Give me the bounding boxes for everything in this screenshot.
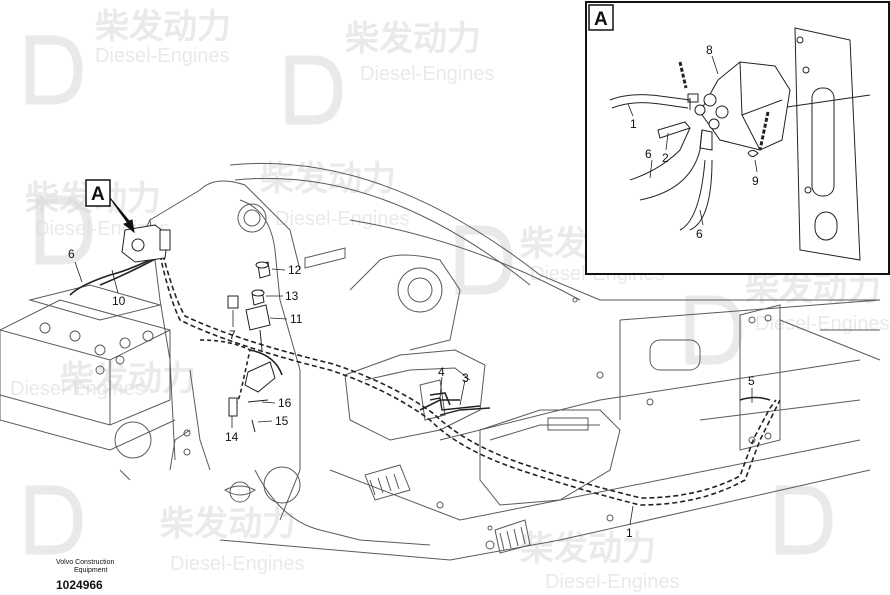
callout-6: 6 — [68, 247, 75, 261]
detail-callout-9: 9 — [752, 174, 759, 188]
caption-subtitle: Equipment — [74, 567, 108, 574]
watermark-cn: 柴发动力 — [345, 19, 481, 59]
watermark-logo — [25, 35, 833, 555]
detail-callout-6b: 6 — [696, 227, 703, 241]
watermark-en: Diesel-Engines — [755, 313, 890, 335]
wiring-harness — [69, 254, 781, 506]
detail-cables — [609, 61, 770, 231]
detail-reference: A — [85, 179, 135, 234]
callout-11: 11 — [290, 312, 303, 326]
detail-label-letter: A — [594, 9, 608, 30]
detail-callout-1: 1 — [630, 117, 637, 131]
connector-assembly — [121, 224, 171, 263]
callout-5: 5 — [748, 374, 755, 388]
watermark-en: Diesel-Engines — [545, 571, 680, 593]
leader-line — [261, 401, 276, 404]
callout-15: 15 — [275, 414, 289, 428]
detail-reference-letter: A — [91, 184, 105, 205]
detail-reference-box — [85, 179, 111, 207]
relay-body — [687, 61, 791, 151]
watermark-cn: 柴发动力 — [160, 504, 296, 544]
detail-inset: A — [585, 1, 890, 275]
callout-14: 14 — [225, 430, 239, 444]
leader-line — [459, 379, 466, 406]
detail-label-box — [588, 4, 614, 31]
leader-line — [271, 268, 286, 271]
leader-line — [74, 261, 83, 283]
caption-company: Volvo Construction — [56, 559, 115, 566]
watermark-en: Diesel-Engines — [275, 208, 410, 230]
watermark-en: Diesel-Engines — [95, 45, 230, 67]
watermark-cn: 柴发动力 — [95, 7, 231, 47]
callout-10: 10 — [112, 294, 126, 308]
leader-line — [629, 505, 634, 526]
detail-callout-6: 6 — [645, 147, 652, 161]
leader-line — [439, 376, 443, 399]
watermark-en: Diesel-Engines — [170, 553, 305, 575]
switch-parts — [227, 261, 276, 433]
connector-parts — [429, 397, 491, 416]
mounting-plate — [779, 27, 871, 261]
callout-12: 12 — [288, 263, 302, 277]
detail-arrow-icon — [109, 197, 135, 234]
callout-16: 16 — [278, 396, 292, 410]
callout-3: 3 — [462, 371, 469, 385]
leader-line — [257, 420, 273, 423]
watermark-cn: 柴发动力 — [745, 269, 881, 309]
detail-leaders — [627, 55, 758, 226]
callout-1: 1 — [626, 526, 633, 540]
main-callouts — [74, 261, 753, 526]
callout-13: 13 — [285, 289, 299, 303]
detail-callout-8: 8 — [706, 43, 713, 57]
detail-callout-2: 2 — [662, 151, 669, 165]
leader-line — [111, 269, 119, 294]
callout-7: 7 — [229, 328, 236, 342]
watermark-cn: 柴发动力 — [520, 529, 656, 569]
callout-4: 4 — [438, 365, 445, 379]
watermark-en: Diesel-Engines — [360, 63, 495, 85]
watermark-en: Diesel-Engines — [10, 378, 145, 400]
callout-labels: 6 10 12 13 7 11 4 3 16 14 15 5 1 — [68, 247, 755, 540]
machine-frame — [0, 162, 881, 561]
drawing-number: 1024966 — [56, 578, 103, 592]
leader-line — [269, 317, 288, 320]
watermark-cn: 柴发动力 — [60, 359, 196, 399]
